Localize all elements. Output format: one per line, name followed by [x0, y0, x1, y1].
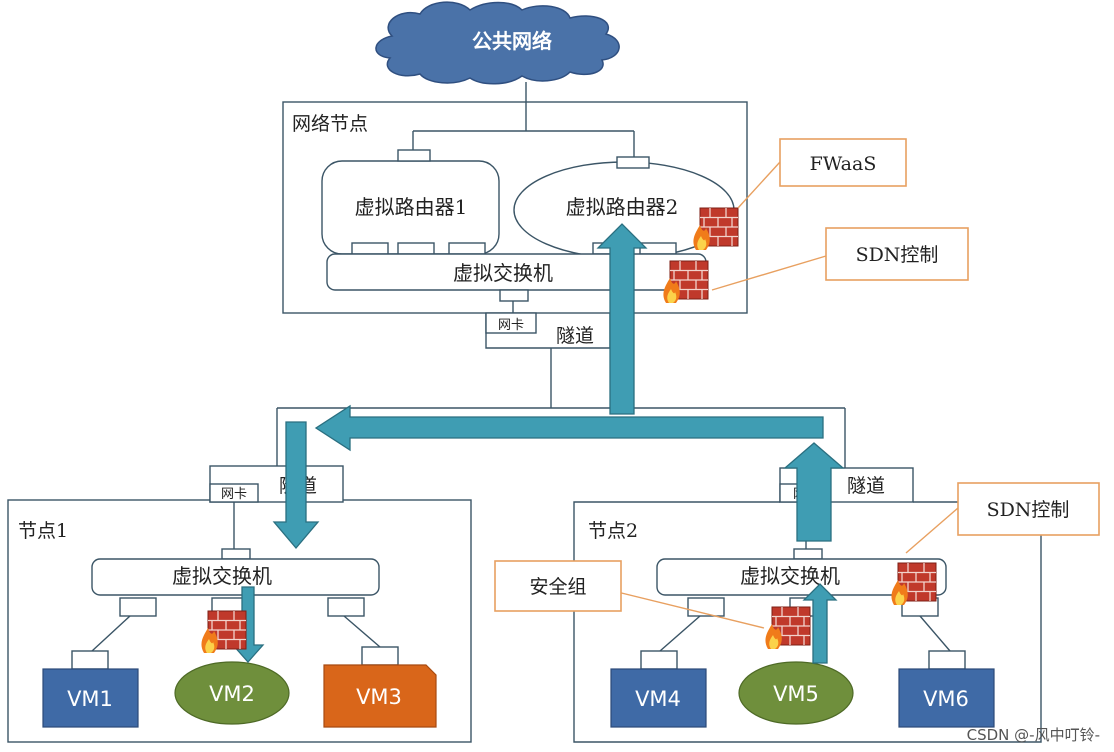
vm5-label: VM5: [773, 682, 819, 706]
tunnel-right-label: 隧道: [847, 475, 885, 497]
vswitch-left-label: 虚拟交换机: [172, 564, 272, 588]
nic-top-label: 网卡: [498, 318, 524, 333]
vm6[interactable]: VM6: [898, 668, 995, 728]
callout-sdn-right: SDN控制: [957, 482, 1100, 536]
router2-label: 虚拟路由器2: [566, 195, 679, 219]
network-node: [276, 82, 846, 468]
callout-sdn-right-label: SDN控制: [987, 499, 1070, 521]
firewall-icon-vswitch-top: [662, 260, 709, 304]
vm4[interactable]: VM4: [610, 668, 707, 728]
vm2[interactable]: VM2: [174, 661, 290, 725]
node1-label: 节点1: [18, 520, 68, 542]
vm4-label: VM4: [635, 687, 681, 711]
nic-left-label: 网卡: [221, 487, 247, 502]
node2-label: 节点2: [588, 520, 638, 542]
arrow-vm5-up: [802, 583, 838, 664]
callout-fwaas-label: FWaaS: [810, 153, 877, 175]
vm1-label: VM1: [67, 687, 113, 711]
callout-security-group-label: 安全组: [529, 576, 586, 598]
network-node-label: 网络节点: [292, 113, 368, 135]
callout-fwaas: FWaaS: [779, 138, 907, 187]
vm1[interactable]: VM1: [42, 668, 139, 728]
callout-security-group: 安全组: [494, 560, 622, 612]
vswitch-top-label: 虚拟交换机: [453, 261, 553, 285]
firewall-icon-router2: [692, 207, 739, 251]
vm3[interactable]: VM3: [323, 664, 437, 728]
cloud-label: 公共网络: [472, 29, 552, 53]
callout-sdn-top: SDN控制: [825, 227, 969, 281]
arrow-vertical-up: [596, 223, 648, 415]
callout-sdn-top-label: SDN控制: [856, 244, 939, 266]
vm6-label: VM6: [923, 687, 969, 711]
watermark: CSDN @-风中叮铃-: [967, 726, 1100, 744]
arrow-node2-up: [783, 442, 845, 542]
public-network-cloud: 公共网络: [375, 1, 620, 85]
firewall-icon-vm5: [764, 606, 811, 650]
tunnel-top-label: 隧道: [556, 325, 594, 347]
vm3-label: VM3: [356, 685, 402, 709]
router1-label: 虚拟路由器1: [355, 195, 468, 219]
firewall-icon-vm2: [200, 610, 247, 654]
vm5[interactable]: VM5: [738, 661, 854, 725]
arrow-trunk-left: [314, 404, 824, 452]
vswitch-right-label: 虚拟交换机: [740, 564, 840, 588]
traffic-arrows: [231, 223, 845, 664]
vm2-label: VM2: [209, 682, 255, 706]
arrow-node1-down: [272, 421, 320, 550]
callout-lines: [596, 161, 959, 629]
firewall-icon-vswitch-right: [890, 562, 937, 606]
